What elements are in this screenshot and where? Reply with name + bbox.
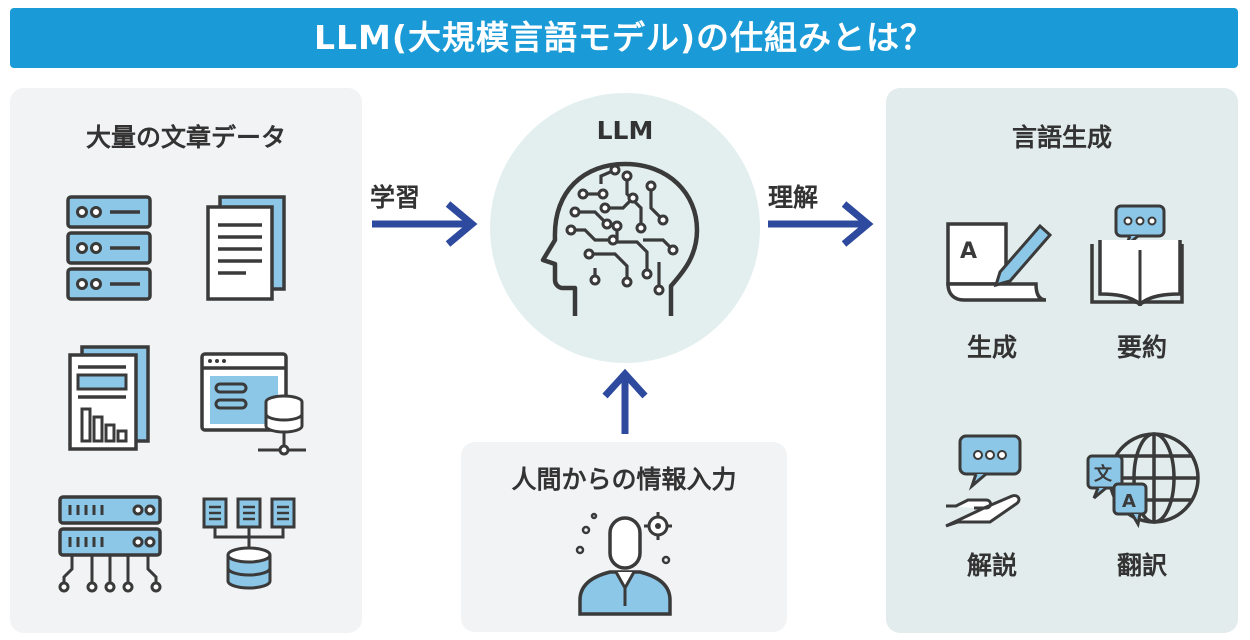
training-data-heading: 大量の文章データ <box>85 123 286 152</box>
arrow-right-understanding-icon <box>768 201 874 247</box>
summarize-label: 要約 <box>1116 333 1167 362</box>
language-generation-panel <box>886 88 1238 633</box>
person-thinking-gear-icon <box>575 512 672 616</box>
learning-label: 学習 <box>370 183 421 212</box>
translate-label: 翻訳 <box>1116 551 1167 580</box>
chat-hand-icon <box>945 434 1022 528</box>
language-generation-heading: 言語生成 <box>1011 123 1112 152</box>
translate-globe-icon: 文 A <box>1086 432 1200 529</box>
understanding-label: 理解 <box>768 183 819 212</box>
llm-circle <box>490 93 760 363</box>
server-stack-icon <box>66 195 152 301</box>
ai-head-circuit-icon <box>540 161 700 316</box>
network-server-icon <box>58 495 162 593</box>
svg-text:A: A <box>1122 491 1136 512</box>
generate-label: 生成 <box>966 333 1017 362</box>
documents-icon <box>206 195 286 301</box>
arrow-right-learning-icon <box>372 201 478 247</box>
explain-label: 解説 <box>966 551 1017 580</box>
svg-text:文: 文 <box>1094 463 1113 485</box>
title-banner: LLM(大規模言語モデル)の仕組みとは？ <box>10 8 1238 68</box>
writing-pen-icon: A <box>946 222 1053 302</box>
llm-label: LLM <box>596 116 654 145</box>
svg-text:A: A <box>960 239 977 264</box>
web-database-icon <box>200 352 306 456</box>
arrow-up-input-icon <box>602 368 648 434</box>
database-table-icon <box>202 497 296 590</box>
human-input-heading: 人間からの情報入力 <box>511 465 737 494</box>
open-book-chat-icon <box>1090 204 1184 307</box>
report-chart-icon <box>68 345 150 451</box>
